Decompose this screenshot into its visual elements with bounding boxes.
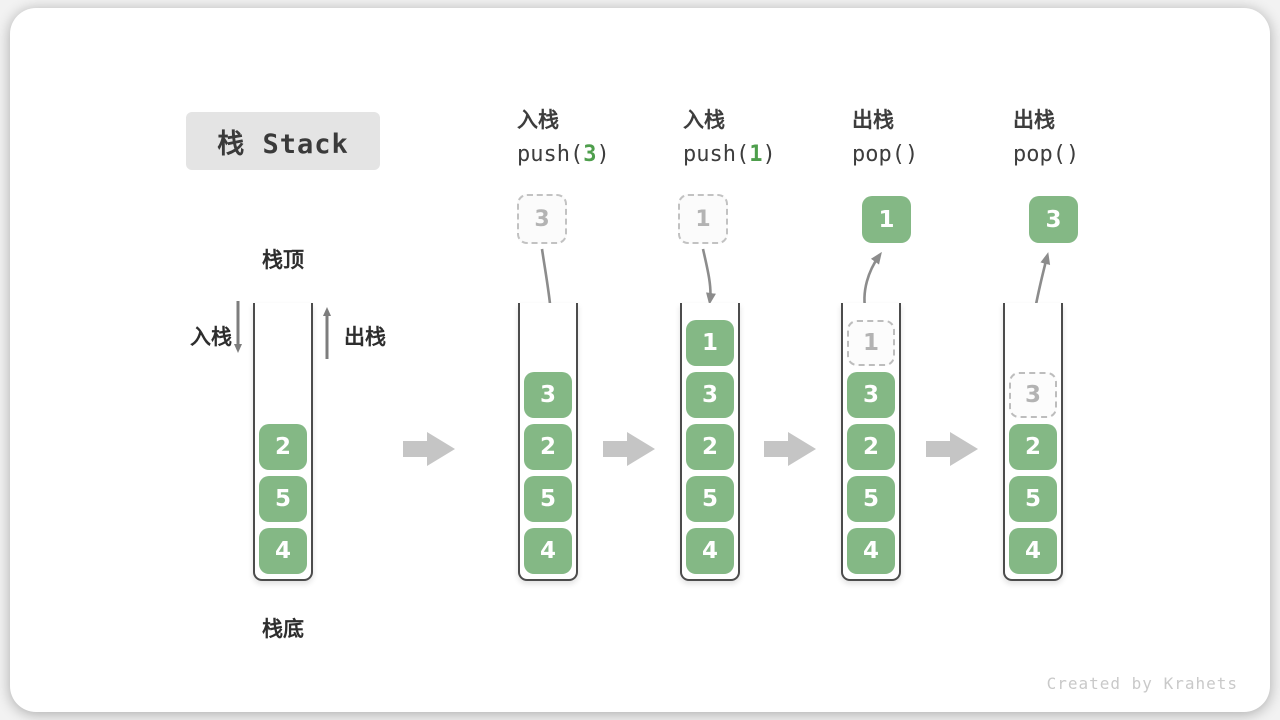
code-post: ) <box>904 142 919 167</box>
incoming-element-box: 1 <box>678 194 728 244</box>
incoming-element-box: 3 <box>517 194 567 244</box>
operation-code: push(3) <box>517 142 687 168</box>
code-pre: pop( <box>1013 142 1066 167</box>
stack-element: 2 <box>1009 424 1057 470</box>
stack-element: 3 <box>524 372 572 418</box>
stack-element: 3 <box>847 372 895 418</box>
stack-bottom-label: 栈底 <box>262 617 304 641</box>
pop-side-label: 出栈 <box>344 325 386 349</box>
stack-element: 2 <box>686 424 734 470</box>
stack-element: 5 <box>847 476 895 522</box>
operation-label: 出栈 <box>852 108 894 132</box>
stack-element: 4 <box>259 528 307 574</box>
popped-slot-ghost: 3 <box>1009 372 1057 418</box>
stack-top-label: 栈顶 <box>262 248 304 272</box>
popped-element-box: 3 <box>1029 196 1078 243</box>
watermark-credit: Created by Krahets <box>1046 674 1238 693</box>
operation-code: push(1) <box>683 142 853 168</box>
title-text: 栈 Stack <box>217 128 349 160</box>
column-header-pop-first: 出栈 pop() <box>852 107 1022 168</box>
popped-element-box: 1 <box>862 196 911 243</box>
code-post: ) <box>762 142 776 167</box>
stack-element: 2 <box>524 424 572 470</box>
operation-label: 出栈 <box>1013 108 1055 132</box>
stack-element: 5 <box>259 476 307 522</box>
stack-element: 4 <box>1009 528 1057 574</box>
code-post: ) <box>1065 142 1080 167</box>
stack-element: 2 <box>259 424 307 470</box>
code-arg: 3 <box>583 142 597 167</box>
stack-element: 5 <box>686 476 734 522</box>
code-pre: push( <box>683 142 750 167</box>
push-side-label: 入栈 <box>190 325 232 349</box>
stack-element: 2 <box>847 424 895 470</box>
code-arg: 1 <box>749 142 763 167</box>
code-pre: push( <box>517 142 584 167</box>
stack-element: 3 <box>686 372 734 418</box>
stack-element: 5 <box>1009 476 1057 522</box>
code-pre: pop( <box>852 142 905 167</box>
column-header-pop-second: 出栈 pop() <box>1013 107 1183 168</box>
operation-code: pop() <box>852 142 1022 168</box>
stack-element: 1 <box>686 320 734 366</box>
title-badge: 栈 Stack <box>186 112 380 170</box>
stack-element: 4 <box>686 528 734 574</box>
operation-label: 入栈 <box>683 108 725 132</box>
operation-label: 入栈 <box>517 108 559 132</box>
stack-element: 4 <box>524 528 572 574</box>
stack-element: 4 <box>847 528 895 574</box>
column-header-push3: 入栈 push(3) <box>517 107 687 168</box>
column-header-push1: 入栈 push(1) <box>683 107 853 168</box>
popped-slot-ghost: 1 <box>847 320 895 366</box>
code-post: ) <box>596 142 610 167</box>
stack-element: 5 <box>524 476 572 522</box>
operation-code: pop() <box>1013 142 1183 168</box>
